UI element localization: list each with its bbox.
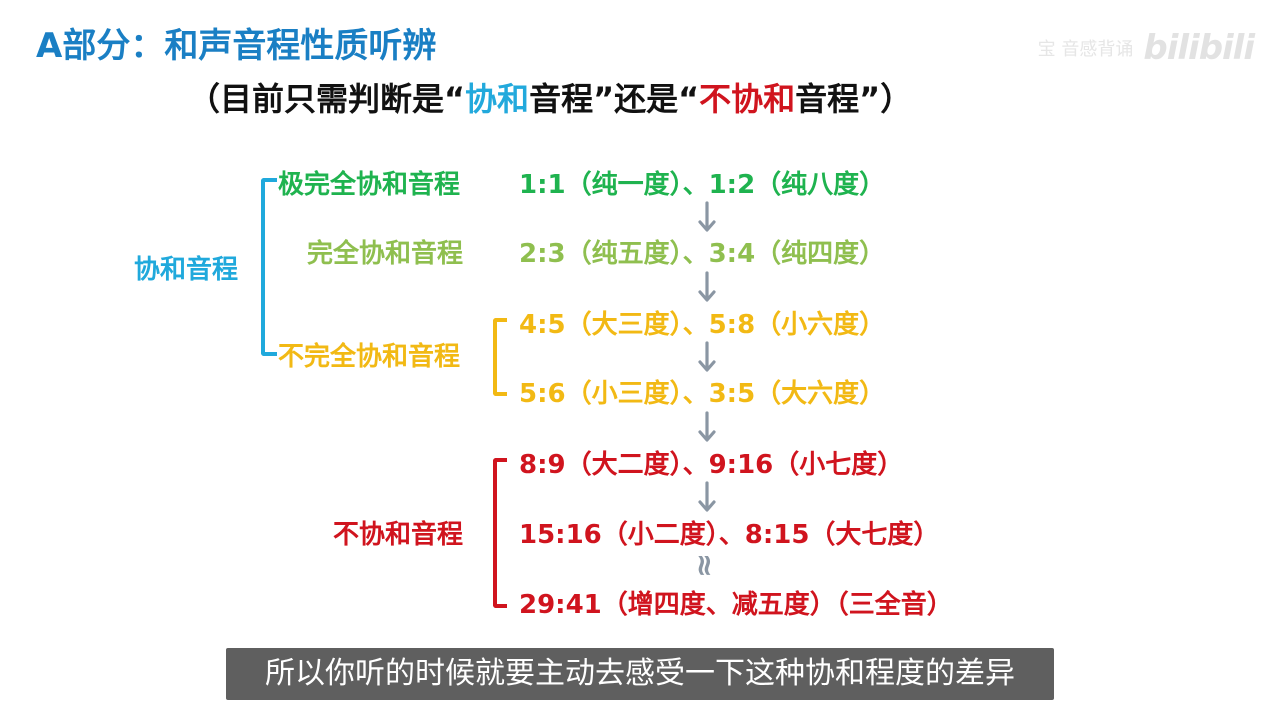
arrow-down-icon [698, 481, 716, 512]
subtitle-prefix: （目前只需判断是“ [188, 80, 466, 118]
category-complete-consonant: 完全协和音程 [307, 239, 464, 269]
interval-row-major-third-minor-sixth: 4:5（大三度）、5:8（小六度） [519, 310, 886, 340]
category-perfect-consonant: 极完全协和音程 [278, 170, 461, 200]
subtitle-dissonant: 不协和 [699, 80, 796, 118]
interval-row-tritone: 29:41（增四度、减五度）（三全音） [519, 590, 953, 620]
subtitle-suffix: 音程”） [795, 80, 913, 118]
category-imperfect-consonant: 不完全协和音程 [278, 342, 461, 372]
consonant-bracket [261, 178, 277, 356]
approx-symbol-icon: ≈ [687, 552, 723, 579]
arrow-down-icon [698, 411, 716, 442]
arrow-down-icon [698, 341, 716, 372]
subtitle-mid: 音程”还是“ [529, 80, 700, 118]
page-subtitle: （目前只需判断是“协和音程”还是“不协和音程”） [188, 74, 912, 120]
imperfect-bracket [493, 318, 507, 396]
video-caption: 所以你听的时候就要主动去感受一下这种协和程度的差异 [226, 648, 1054, 700]
bilibili-watermark: 宝 音感背诵 bilibili [1037, 28, 1255, 68]
bilibili-logo-icon: bilibili [1143, 28, 1255, 68]
category-dissonant: 不协和音程 [333, 520, 464, 550]
interval-row-major-second-minor-seventh: 8:9（大二度）、9:16（小七度） [519, 450, 904, 480]
arrow-down-icon [698, 271, 716, 302]
category-consonant: 协和音程 [134, 255, 239, 285]
arrow-down-icon [698, 201, 716, 232]
watermark-text: 宝 音感背诵 [1037, 39, 1134, 60]
interval-row-fifth-fourth: 2:3（纯五度）、3:4（纯四度） [519, 239, 886, 269]
dissonant-bracket [493, 458, 507, 608]
page-title: A部分：和声音程性质听辨 [36, 26, 437, 66]
interval-row-minor-third-major-sixth: 5:6（小三度）、3:5（大六度） [519, 379, 886, 409]
interval-row-minor-second-major-seventh: 15:16（小二度）、8:15（大七度） [519, 520, 940, 550]
interval-row-unison-octave: 1:1（纯一度）、1:2（纯八度） [519, 170, 886, 200]
subtitle-consonant: 协和 [465, 80, 530, 118]
